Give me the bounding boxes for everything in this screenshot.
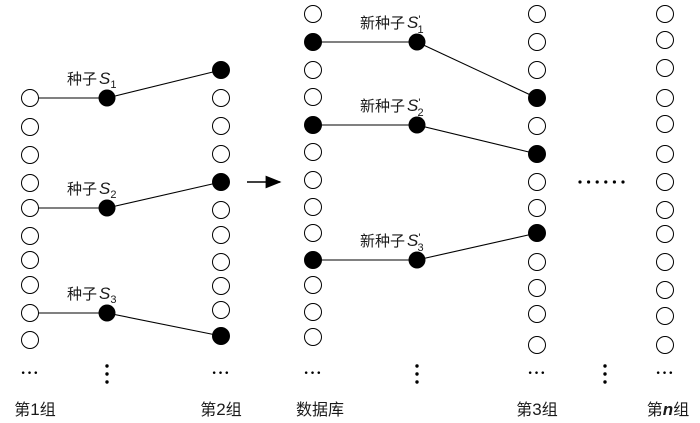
empty-node-group3 [528,61,546,79]
empty-node-group2 [212,301,230,319]
empty-node-group3 [528,336,546,354]
column-label-database: 数据库 [296,400,344,419]
column-ellipsis: ••• [212,369,231,379]
column-ellipsis: ••• [528,369,547,379]
empty-node-group1 [21,89,39,107]
filled-node-group3 [528,89,546,107]
empty-node-database [304,171,322,189]
seed-node-s3p [408,251,426,269]
empty-node-group1 [21,174,39,192]
seed-node-s3 [98,304,116,322]
filled-node-group3 [528,224,546,242]
empty-node-group3 [528,33,546,51]
empty-node-group1 [21,276,39,294]
vertical-ellipsis [415,364,419,384]
empty-node-groupn [656,336,674,354]
empty-node-database [304,198,322,216]
empty-node-database [304,61,322,79]
empty-node-group3 [528,253,546,271]
empty-node-database [304,224,322,242]
empty-node-groupn [656,225,674,243]
seed-node-s1p [408,33,426,51]
filled-node-database [304,251,322,269]
horizontal-ellipsis [578,180,625,184]
empty-node-groupn [656,31,674,49]
empty-node-group1 [21,199,39,217]
empty-node-group3 [528,5,546,23]
seed-node-s2 [98,199,116,217]
vertical-ellipsis [105,364,109,384]
seed-link-out [416,232,538,261]
empty-node-group1 [21,146,39,164]
empty-node-database [304,276,322,294]
filled-node-group2 [212,327,230,345]
seed-link-out [106,181,222,209]
empty-node-group3 [528,117,546,135]
empty-node-groupn [656,89,674,107]
empty-node-groupn [656,59,674,77]
column-label-group2: 第2组 [200,400,242,419]
empty-node-group1 [21,304,39,322]
filled-node-database [304,33,322,51]
empty-node-groupn [656,5,674,23]
empty-node-group1 [21,118,39,136]
column-ellipsis: ••• [21,369,40,379]
seed-link-out [416,41,538,99]
column-ellipsis: ••• [656,369,675,379]
empty-node-group2 [212,145,230,163]
empty-node-group1 [21,251,39,269]
column-ellipsis: ••• [304,369,323,379]
column-label-group1: 第1组 [14,400,56,419]
empty-node-group3 [528,279,546,297]
empty-node-database [304,328,322,346]
empty-node-database [304,143,322,161]
empty-node-groupn [656,307,674,325]
empty-node-groupn [656,173,674,191]
empty-node-groupn [656,281,674,299]
empty-node-database [304,88,322,106]
empty-node-group3 [528,199,546,217]
empty-node-groupn [656,253,674,271]
vertical-ellipsis [603,364,607,384]
empty-node-group1 [21,331,39,349]
empty-node-groupn [656,201,674,219]
filled-node-group2 [212,61,230,79]
empty-node-group2 [212,89,230,107]
column-label-groupn: 第n组 [647,400,689,419]
empty-node-group3 [528,173,546,191]
empty-node-group2 [212,117,230,135]
filled-node-group2 [212,173,230,191]
empty-node-group1 [21,227,39,245]
seed-node-s2p [408,116,426,134]
filled-node-group3 [528,145,546,163]
empty-node-group2 [212,253,230,271]
empty-node-group2 [212,277,230,295]
seed-link-out [106,312,222,337]
empty-node-group2 [212,201,230,219]
seed-link-out [416,124,538,155]
seed-node-s1 [98,89,116,107]
empty-node-database [304,5,322,23]
empty-node-groupn [656,145,674,163]
seed-link-out [106,69,222,99]
column-label-group3: 第3组 [516,400,558,419]
filled-node-database [304,116,322,134]
empty-node-group2 [212,226,230,244]
empty-node-group3 [528,305,546,323]
empty-node-groupn [656,115,674,133]
empty-node-database [304,303,322,321]
